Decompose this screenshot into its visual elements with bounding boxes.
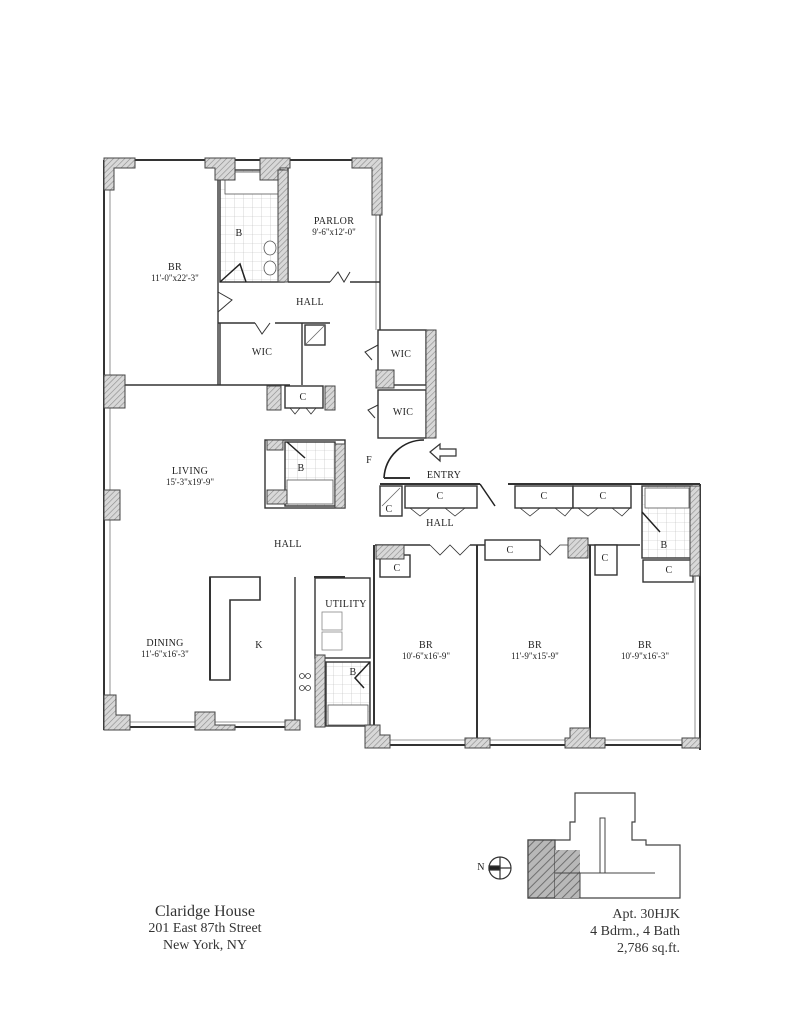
unit-rooms: 4 Bdrm., 4 Bath [590,924,680,939]
room-label-kitchen: K [255,640,263,651]
room-label-wic-1: WIC [251,347,273,358]
room-label-utility: UTILITY [325,599,367,610]
closet-label: C [385,504,393,515]
room-label-bath-east: B [660,540,668,551]
closet-label: C [393,563,401,574]
closet-label: C [599,491,607,502]
room-label-foyer: F [366,455,372,466]
building-street: 201 East 87th Street [148,921,262,936]
room-label-br-3: BR 11'-9"x15'-9" [511,640,559,661]
room-label-closet-living: C [299,392,307,403]
key-plan [527,792,681,899]
closet-label: C [665,565,673,576]
compass-icon [488,856,512,880]
room-label-living: LIVING 15'-3"x19'-9" [165,466,215,487]
room-label-dining: DINING 11'-6"x16'-3" [141,638,189,659]
room-label-bath-master: B [235,228,243,239]
room-label-wic-2: WIC [390,349,412,360]
room-label-hall-center: HALL [274,539,302,550]
room-label-bath-center: B [297,463,305,474]
building-caption: Claridge House 201 East 87th Street New … [130,903,280,954]
unit-apartment: Apt. 30HJK [612,907,680,922]
closet-label: C [436,491,444,502]
room-label-br-master: BR 11'-0"x22'-3" [151,262,199,283]
room-label-parlor: PARLOR 9'-6"x12'-0" [312,216,356,237]
closet-label: C [506,545,514,556]
room-label-br-4: BR 10'-9"x16'-3" [620,640,670,661]
unit-caption: Apt. 30HJK 4 Bdrm., 4 Bath 2,786 sq.ft. [540,906,680,957]
room-label-hall-upper: HALL [296,297,324,308]
building-name: Claridge House [155,903,255,920]
room-label-br-2: BR 10'-6"x16'-9" [401,640,451,661]
room-label-hall-east: HALL [426,518,454,529]
compass-north-label: N [477,862,485,873]
room-label-entry: ENTRY [426,470,462,481]
unit-area: 2,786 sq.ft. [617,941,680,956]
room-label-wic-3: WIC [392,407,414,418]
building-city: New York, NY [162,938,247,953]
closet-label: C [540,491,548,502]
closet-label: C [601,553,609,564]
room-label-bath-utility: B [349,667,357,678]
